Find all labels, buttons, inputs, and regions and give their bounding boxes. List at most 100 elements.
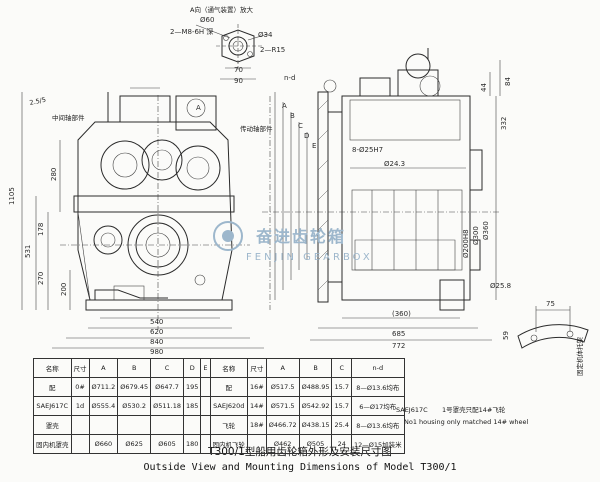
table-cell: C [331, 358, 352, 378]
table-row: 罩壳 飞轮 18# Ø466.72 Ø438.15 25.4 8—Ø13.6均布 [33, 415, 405, 435]
table-cell: A [265, 358, 300, 378]
dim-200: 200 [60, 283, 68, 296]
table-cell [200, 434, 211, 454]
note-cn: 1号罩壳只配14#飞轮 [442, 405, 506, 414]
dim-holes: 2—M8-6H 深 [170, 27, 213, 36]
table-cell: 固内机飞轮 [209, 434, 249, 454]
flywheel-detail: 75 59 固定机体托架 [502, 300, 589, 377]
letter-b: B [290, 112, 295, 120]
note-en: No1 housing only matched 14# wheel [404, 418, 529, 426]
letter-c: C [298, 122, 303, 130]
dim-75: 75 [546, 300, 555, 308]
dim-phi60: Ø60 [200, 16, 214, 24]
letter-d: D [304, 132, 309, 140]
table-cell: 6—Ø17均布 [350, 396, 405, 416]
table-cell: Ø647.7 [150, 377, 184, 397]
watermark-cn: 奋进齿轮箱 [255, 227, 346, 246]
table-cell: Ø462 [265, 434, 300, 454]
table-cell: Ø466.72 [265, 415, 300, 435]
dim-phi360: Ø360 [482, 221, 490, 240]
table-cell [200, 396, 211, 416]
dim-70: 70 [234, 66, 243, 74]
letter-a-marker: A [196, 104, 201, 112]
dim-332: 332 [500, 117, 508, 130]
table-cell: B [298, 358, 333, 378]
table-cell: 15.7 [331, 377, 352, 397]
table-cell: 尺寸 [70, 358, 90, 378]
table-cell: 15.7 [331, 396, 352, 416]
dim-270: 270 [37, 272, 45, 285]
dim-685: 685 [392, 330, 405, 338]
dim-540: 540 [150, 318, 163, 326]
table-cell: C [150, 358, 184, 378]
table-cell: Ø660 [88, 434, 119, 454]
dim-280: 280 [50, 168, 58, 181]
dim-59: 59 [502, 331, 510, 340]
table-cell: 14# [247, 396, 267, 416]
table-cell: 180 [182, 434, 202, 454]
table-cell: Ø555.4 [88, 396, 119, 416]
dim-1105: 1105 [8, 187, 16, 205]
table-row: 固内机罩壳 Ø660 Ø625 Ø605 180 固内机飞轮 Ø462 Ø505… [33, 434, 405, 454]
dim-360: (360) [392, 310, 411, 318]
dim-phi25-8: Ø25.8 [490, 282, 511, 290]
dim-531: 531 [24, 245, 32, 258]
letter-a: A [282, 102, 287, 110]
label-drive-shaft: 传动轴部件 [240, 124, 273, 133]
table-cell: 195 [182, 377, 202, 397]
table-cell [182, 415, 202, 435]
table-cell: Ø511.18 [150, 396, 184, 416]
table-cell [200, 377, 211, 397]
table-cell [150, 415, 184, 435]
table-cell: 飞轮 [209, 415, 249, 435]
vent-detail-title: A向（通气装置）放大 [190, 5, 253, 14]
table-cell: 8—Ø13.6均布 [350, 415, 405, 435]
table-cell: 8—Ø13.6均布 [350, 377, 405, 397]
table-cell: n-d [350, 358, 405, 378]
dim-r15: 2—R15 [260, 46, 285, 54]
table-cell [117, 415, 152, 435]
note-code: SAEJ617C [396, 406, 428, 414]
vent-detail: A向（通气装置）放大 Ø60 Ø34 2—M8-6H 深 2—R15 70 90 [170, 5, 285, 85]
table-cell: 罩壳 [33, 415, 72, 435]
dim-840: 840 [150, 338, 163, 346]
table-cell: 24 [331, 434, 352, 454]
table-cell: B [117, 358, 152, 378]
table-cell: Ø488.95 [298, 377, 333, 397]
table-cell: A [88, 358, 119, 378]
side-view: A B C D E n-d [262, 48, 512, 350]
dim-980: 980 [150, 348, 163, 356]
table-cell [88, 415, 119, 435]
table-cell: SAEJ620d [209, 396, 249, 416]
dim-84: 84 [504, 77, 512, 86]
table-cell [247, 434, 267, 454]
dim-178: 178 [37, 223, 45, 236]
table-cell: Ø571.5 [265, 396, 300, 416]
table-cell: Ø542.92 [298, 396, 333, 416]
dim-90: 90 [234, 77, 243, 85]
label-engine-bracket: 固定机体托架 [575, 337, 584, 377]
table-cell: Ø679.45 [117, 377, 152, 397]
housing-note: SAEJ617C 1号罩壳只配14#飞轮 No1 housing only ma… [396, 405, 529, 426]
letter-e: E [312, 142, 316, 150]
table-cell: SAEJ617C [33, 396, 72, 416]
dim-772: 772 [392, 342, 405, 350]
front-view: 2.5/5 中间轴部件 传动轴部件 A [8, 87, 273, 356]
table-cell: 16# [247, 377, 267, 397]
dim-8-phi25: 8-Ø25H7 [352, 146, 383, 154]
dim-phi200: Ø200H8 [462, 229, 470, 258]
table-cell: D [182, 358, 202, 378]
table-cell: 配 [209, 377, 249, 397]
table-cell: 固内机罩壳 [33, 434, 72, 454]
table-cell: 18# [247, 415, 267, 435]
table-cell: Ø530.2 [117, 396, 152, 416]
table-cell: Ø517.5 [265, 377, 300, 397]
table-cell: Ø711.2 [88, 377, 119, 397]
dim-620: 620 [150, 328, 163, 336]
table-cell: 12—Ø15加装米 [350, 434, 405, 454]
table-row: 配 0# Ø711.2 Ø679.45 Ø647.7 195 配 16# Ø51… [33, 377, 405, 397]
dimension-table: 名称 尺寸 A B C D E 名称 尺寸 A B C n-d 配 0# Ø71… [33, 358, 405, 454]
label-intermediate-shaft: 中间轴部件 [52, 113, 85, 122]
table-cell: E [200, 358, 211, 378]
